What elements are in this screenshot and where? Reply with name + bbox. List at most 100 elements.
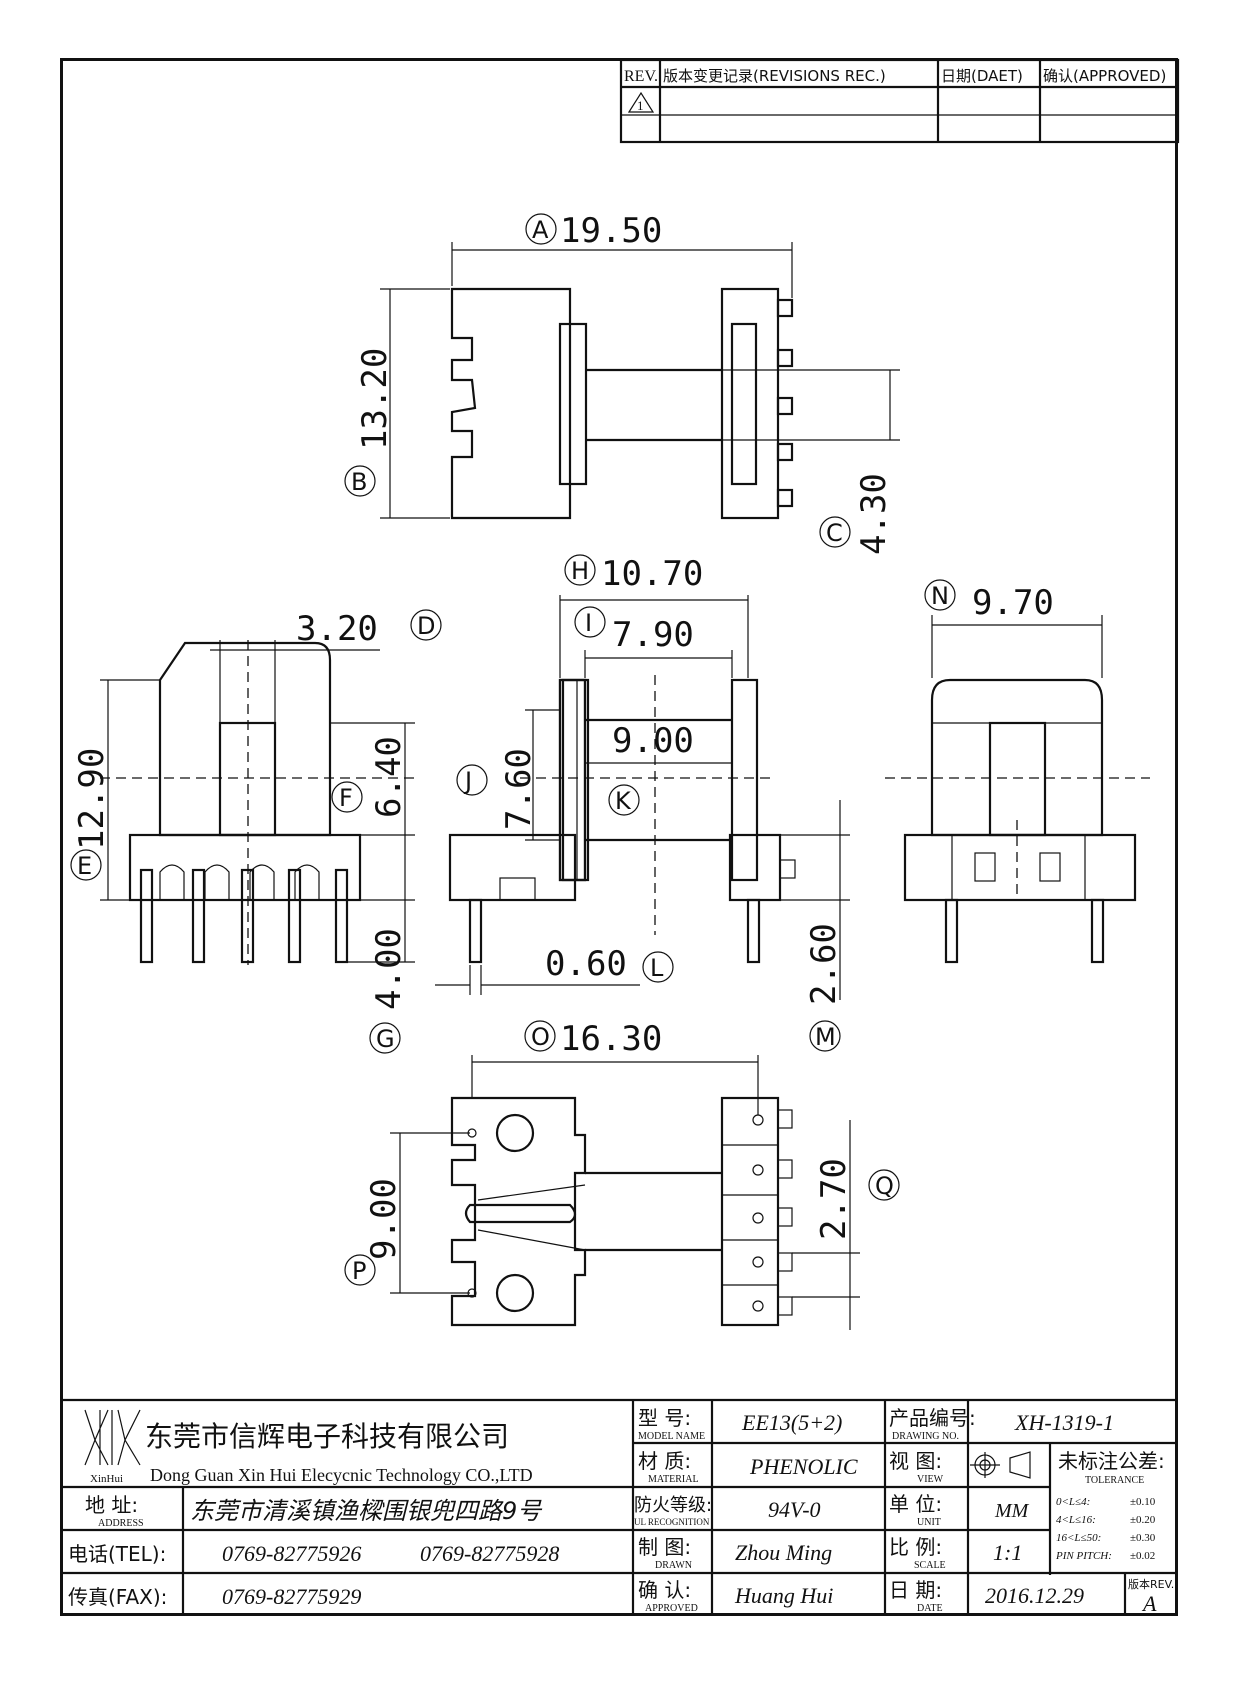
- svg-text:16<L≤50:: 16<L≤50:: [1056, 1532, 1101, 1544]
- svg-text:UNIT: UNIT: [917, 1517, 941, 1528]
- tel-2: 0769-82775928: [420, 1541, 559, 1566]
- svg-text:DRAWN: DRAWN: [655, 1560, 692, 1571]
- date-header: 日期(DAET): [941, 67, 1023, 85]
- tel-1: 0769-82775926: [222, 1541, 361, 1566]
- bottom-view: O 16.30 9.00 P 2.70 Q: [344, 1019, 900, 1330]
- material-value: PHENOLIC: [749, 1454, 858, 1479]
- company-name-en: Dong Guan Xin Hui Elecycnic Technology C…: [150, 1465, 533, 1485]
- dim-e-value: 12.90: [72, 748, 112, 850]
- svg-text:J: J: [463, 767, 472, 795]
- fax-value: 0769-82775929: [222, 1584, 361, 1609]
- svg-text:K: K: [615, 787, 632, 815]
- svg-text:N: N: [931, 582, 949, 610]
- dim-n-value: 9.70: [972, 583, 1054, 623]
- svg-text:日 期:: 日 期:: [889, 1578, 942, 1602]
- svg-text:Q: Q: [875, 1172, 894, 1200]
- svg-text:MODEL NAME: MODEL NAME: [638, 1431, 705, 1442]
- svg-text:SCALE: SCALE: [914, 1560, 946, 1571]
- ul-value: 94V-0: [768, 1497, 821, 1522]
- dim-o-value: 16.30: [560, 1019, 662, 1059]
- svg-text:视 图:: 视 图:: [889, 1449, 942, 1473]
- svg-text:G: G: [376, 1025, 395, 1053]
- dim-g-value: 4.00: [369, 928, 409, 1010]
- svg-text:MATERIAL: MATERIAL: [648, 1474, 699, 1485]
- svg-text:±0.30: ±0.30: [1130, 1532, 1156, 1544]
- tel-label: 电话(TEL):: [68, 1542, 166, 1566]
- svg-text:C: C: [826, 519, 843, 547]
- revisions-header: 版本变更记录(REVISIONS REC.): [663, 67, 886, 85]
- dim-h-value: 10.70: [601, 554, 703, 594]
- company-name-cn: 东莞市信辉电子科技有限公司: [145, 1420, 509, 1453]
- dim-b-value: 13.20: [355, 348, 395, 450]
- dim-q-value: 2.70: [814, 1158, 854, 1240]
- svg-text:TOLERANCE: TOLERANCE: [1085, 1475, 1144, 1486]
- svg-text:APPROVED: APPROVED: [645, 1603, 698, 1614]
- svg-text:P: P: [352, 1257, 366, 1285]
- svg-text:A: A: [532, 216, 549, 244]
- third-angle-projection-icon: [970, 1451, 1031, 1479]
- dim-c-value: 4.30: [854, 473, 894, 555]
- svg-text:防火等级:: 防火等级:: [634, 1495, 712, 1516]
- revision-triangle-icon: [627, 91, 655, 113]
- dim-i-value: 7.90: [612, 615, 694, 655]
- tolerance-label: 未标注公差:: [1058, 1449, 1165, 1473]
- svg-text:H: H: [571, 557, 589, 585]
- address-label: 地 址:: [85, 1493, 138, 1517]
- svg-text:PIN PITCH:: PIN PITCH:: [1055, 1550, 1112, 1562]
- dim-p-value: 9.00: [364, 1178, 404, 1260]
- dim-d-value: 3.20: [296, 609, 378, 649]
- dim-k-value: 9.00: [612, 721, 694, 761]
- drawing-no-value: XH-1319-1: [1014, 1410, 1114, 1435]
- dim-a-value: 19.50: [560, 211, 662, 251]
- fax-label: 传真(FAX):: [68, 1585, 167, 1609]
- unit-value: MM: [994, 1500, 1030, 1522]
- dim-f-value: 6.40: [369, 736, 409, 818]
- svg-text:产品编号:: 产品编号:: [889, 1406, 976, 1430]
- date-value: 2016.12.29: [985, 1583, 1084, 1608]
- svg-text:4<L≤16:: 4<L≤16:: [1056, 1514, 1096, 1526]
- svg-text:XinHui: XinHui: [90, 1473, 123, 1485]
- svg-text:M: M: [815, 1023, 836, 1051]
- svg-text:E: E: [77, 852, 92, 880]
- svg-text:确 认:: 确 认:: [638, 1578, 691, 1602]
- right-view: N 9.70: [885, 579, 1150, 964]
- svg-text:L: L: [650, 954, 664, 982]
- svg-text:F: F: [339, 784, 353, 812]
- dim-m-value: 2.60: [804, 923, 844, 1005]
- svg-text:DRAWING NO.: DRAWING NO.: [892, 1431, 959, 1442]
- svg-text:O: O: [531, 1023, 550, 1051]
- svg-text:±0.20: ±0.20: [1130, 1514, 1156, 1526]
- dim-l-value: 0.60: [545, 944, 627, 984]
- drawing-frame: [60, 58, 1178, 1616]
- revision-table: REV. 版本变更记录(REVISIONS REC.) 日期(DAET) 确认(…: [619, 58, 1180, 144]
- svg-text:单 位:: 单 位:: [889, 1492, 942, 1516]
- svg-text:B: B: [351, 468, 367, 496]
- rev-mark: 1: [637, 98, 644, 113]
- svg-text:±0.10: ±0.10: [1130, 1496, 1156, 1508]
- rev-header: REV.: [624, 68, 658, 85]
- svg-text:D: D: [417, 612, 435, 640]
- drawn-value: Zhou Ming: [735, 1540, 832, 1565]
- title-block: XinHui 东莞市信辉电子科技有限公司 Dong Guan Xin Hui E…: [60, 1398, 1178, 1616]
- company-logo: XinHui: [84, 1409, 141, 1485]
- scale-value: 1:1: [993, 1540, 1022, 1565]
- front-view: 3.20 D 12.90 E 6.40 F 4.00 G: [70, 609, 442, 1054]
- dim-j-value: 7.60: [499, 748, 539, 830]
- svg-text:材 质:: 材 质:: [638, 1449, 691, 1473]
- approved-value: Huang Hui: [734, 1583, 833, 1608]
- svg-text:比 例:: 比 例:: [889, 1535, 942, 1559]
- model-value: EE13(5+2): [741, 1410, 842, 1435]
- svg-text:型 号:: 型 号:: [638, 1406, 691, 1430]
- svg-text:0<L≤4:: 0<L≤4:: [1056, 1496, 1090, 1508]
- side-view: H 10.70 I 7.90 7.60 J 9.00 K 0.60 L 2.60: [435, 554, 850, 1052]
- svg-text:DATE: DATE: [917, 1603, 943, 1614]
- svg-text:ADDRESS: ADDRESS: [98, 1518, 144, 1529]
- version-label: 版本REV.: [1128, 1577, 1174, 1591]
- svg-text:I: I: [585, 609, 592, 637]
- svg-text:VIEW: VIEW: [917, 1474, 944, 1485]
- top-view: A 19.50 13.20 B 4.30 C: [344, 211, 900, 555]
- svg-text:制 图:: 制 图:: [638, 1535, 691, 1559]
- svg-text:±0.02: ±0.02: [1130, 1550, 1155, 1562]
- approved-header: 确认(APPROVED): [1043, 67, 1166, 85]
